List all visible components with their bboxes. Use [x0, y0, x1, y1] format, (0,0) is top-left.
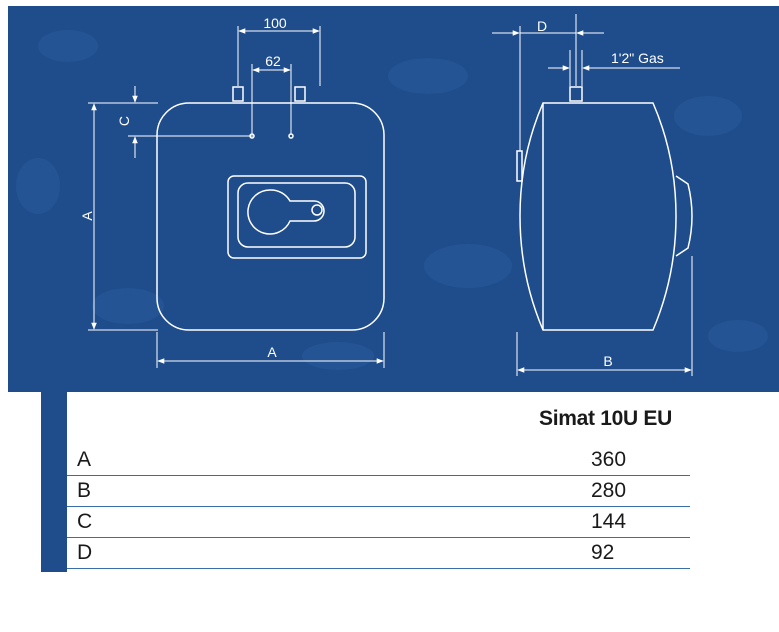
diagram-panel: 100 62 A C A [8, 6, 779, 392]
row-label: D [77, 541, 93, 564]
dim-a-vertical-label: A [79, 211, 95, 221]
side-dimensions [492, 14, 693, 376]
dim-b-label: B [603, 353, 612, 369]
table-row: B 280 [67, 476, 690, 507]
gas-label: 1'2" Gas [611, 50, 664, 66]
dim-d-label: D [537, 18, 547, 34]
row-label: A [77, 448, 92, 471]
thermostat-knob [247, 189, 325, 235]
table-row: D 92 [67, 538, 690, 569]
table-row: C 144 [67, 507, 690, 538]
heater-body-side [519, 102, 677, 331]
control-panel-inner [237, 182, 356, 248]
wall-bracket [516, 150, 523, 182]
row-label: C [77, 510, 93, 533]
pipe-right [294, 86, 306, 102]
pipe-left [232, 86, 244, 102]
table-accent-bar [41, 392, 67, 572]
control-panel [227, 175, 367, 259]
side-view [516, 86, 693, 331]
row-label: B [77, 479, 92, 502]
side-cover [675, 175, 693, 257]
front-dimensions [88, 26, 385, 368]
row-value: 92 [591, 541, 615, 564]
table-row: A 360 [67, 445, 690, 476]
model-name-header: Simat 10U EU [539, 407, 672, 430]
row-value: 144 [591, 510, 627, 533]
row-value: 280 [591, 479, 627, 502]
row-value: 360 [591, 448, 627, 471]
dim-a-horizontal-label: A [267, 344, 277, 360]
dim-c-label: C [116, 116, 132, 126]
pipe-side [569, 86, 583, 102]
background-texture [16, 30, 768, 370]
heater-body-front [156, 102, 385, 331]
front-view [156, 86, 385, 331]
dim-100-label: 100 [263, 15, 287, 31]
dim-62-label: 62 [265, 53, 281, 69]
technical-drawing: 100 62 A C A [16, 14, 768, 376]
